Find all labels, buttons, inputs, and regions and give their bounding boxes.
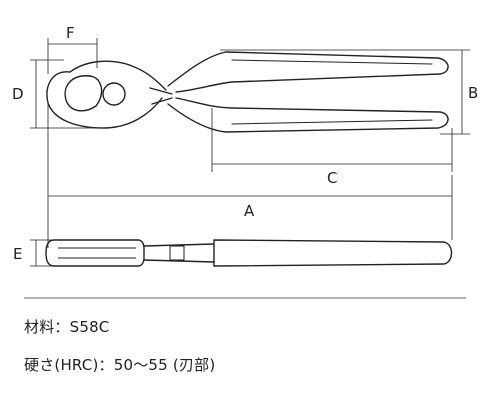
dim-label-d: D [12, 85, 24, 103]
cutter-top-view [46, 51, 449, 133]
side-neck [143, 243, 215, 263]
grip-lines [231, 59, 433, 125]
cutter-neck [149, 87, 173, 105]
cutter-jaw-outline [46, 60, 167, 129]
cutter-blade-recess [64, 75, 97, 112]
pivot-rivet [102, 82, 126, 106]
cutter-side-view [45, 239, 453, 267]
dim-label-e: E [13, 245, 22, 263]
dim-label-a: A [244, 202, 255, 220]
side-handle [213, 239, 453, 267]
cutter-blade-edge [89, 75, 103, 107]
dim-label-f: F [66, 24, 75, 42]
dimension-lines-top [30, 38, 470, 248]
spec-hardness: 硬さ(HRC)：50～55 (刃部) [24, 356, 216, 374]
side-neck-spring [169, 245, 185, 261]
dim-label-b: B [468, 84, 478, 102]
dimension-lines-side [30, 239, 54, 267]
upper-handle [167, 51, 449, 93]
lower-handle [167, 97, 449, 133]
product-dimension-drawing: F D B C A E [12, 24, 478, 299]
dim-label-c: C [327, 169, 337, 187]
side-jaw [45, 239, 145, 267]
spec-material: 材料：S58C [24, 318, 110, 336]
